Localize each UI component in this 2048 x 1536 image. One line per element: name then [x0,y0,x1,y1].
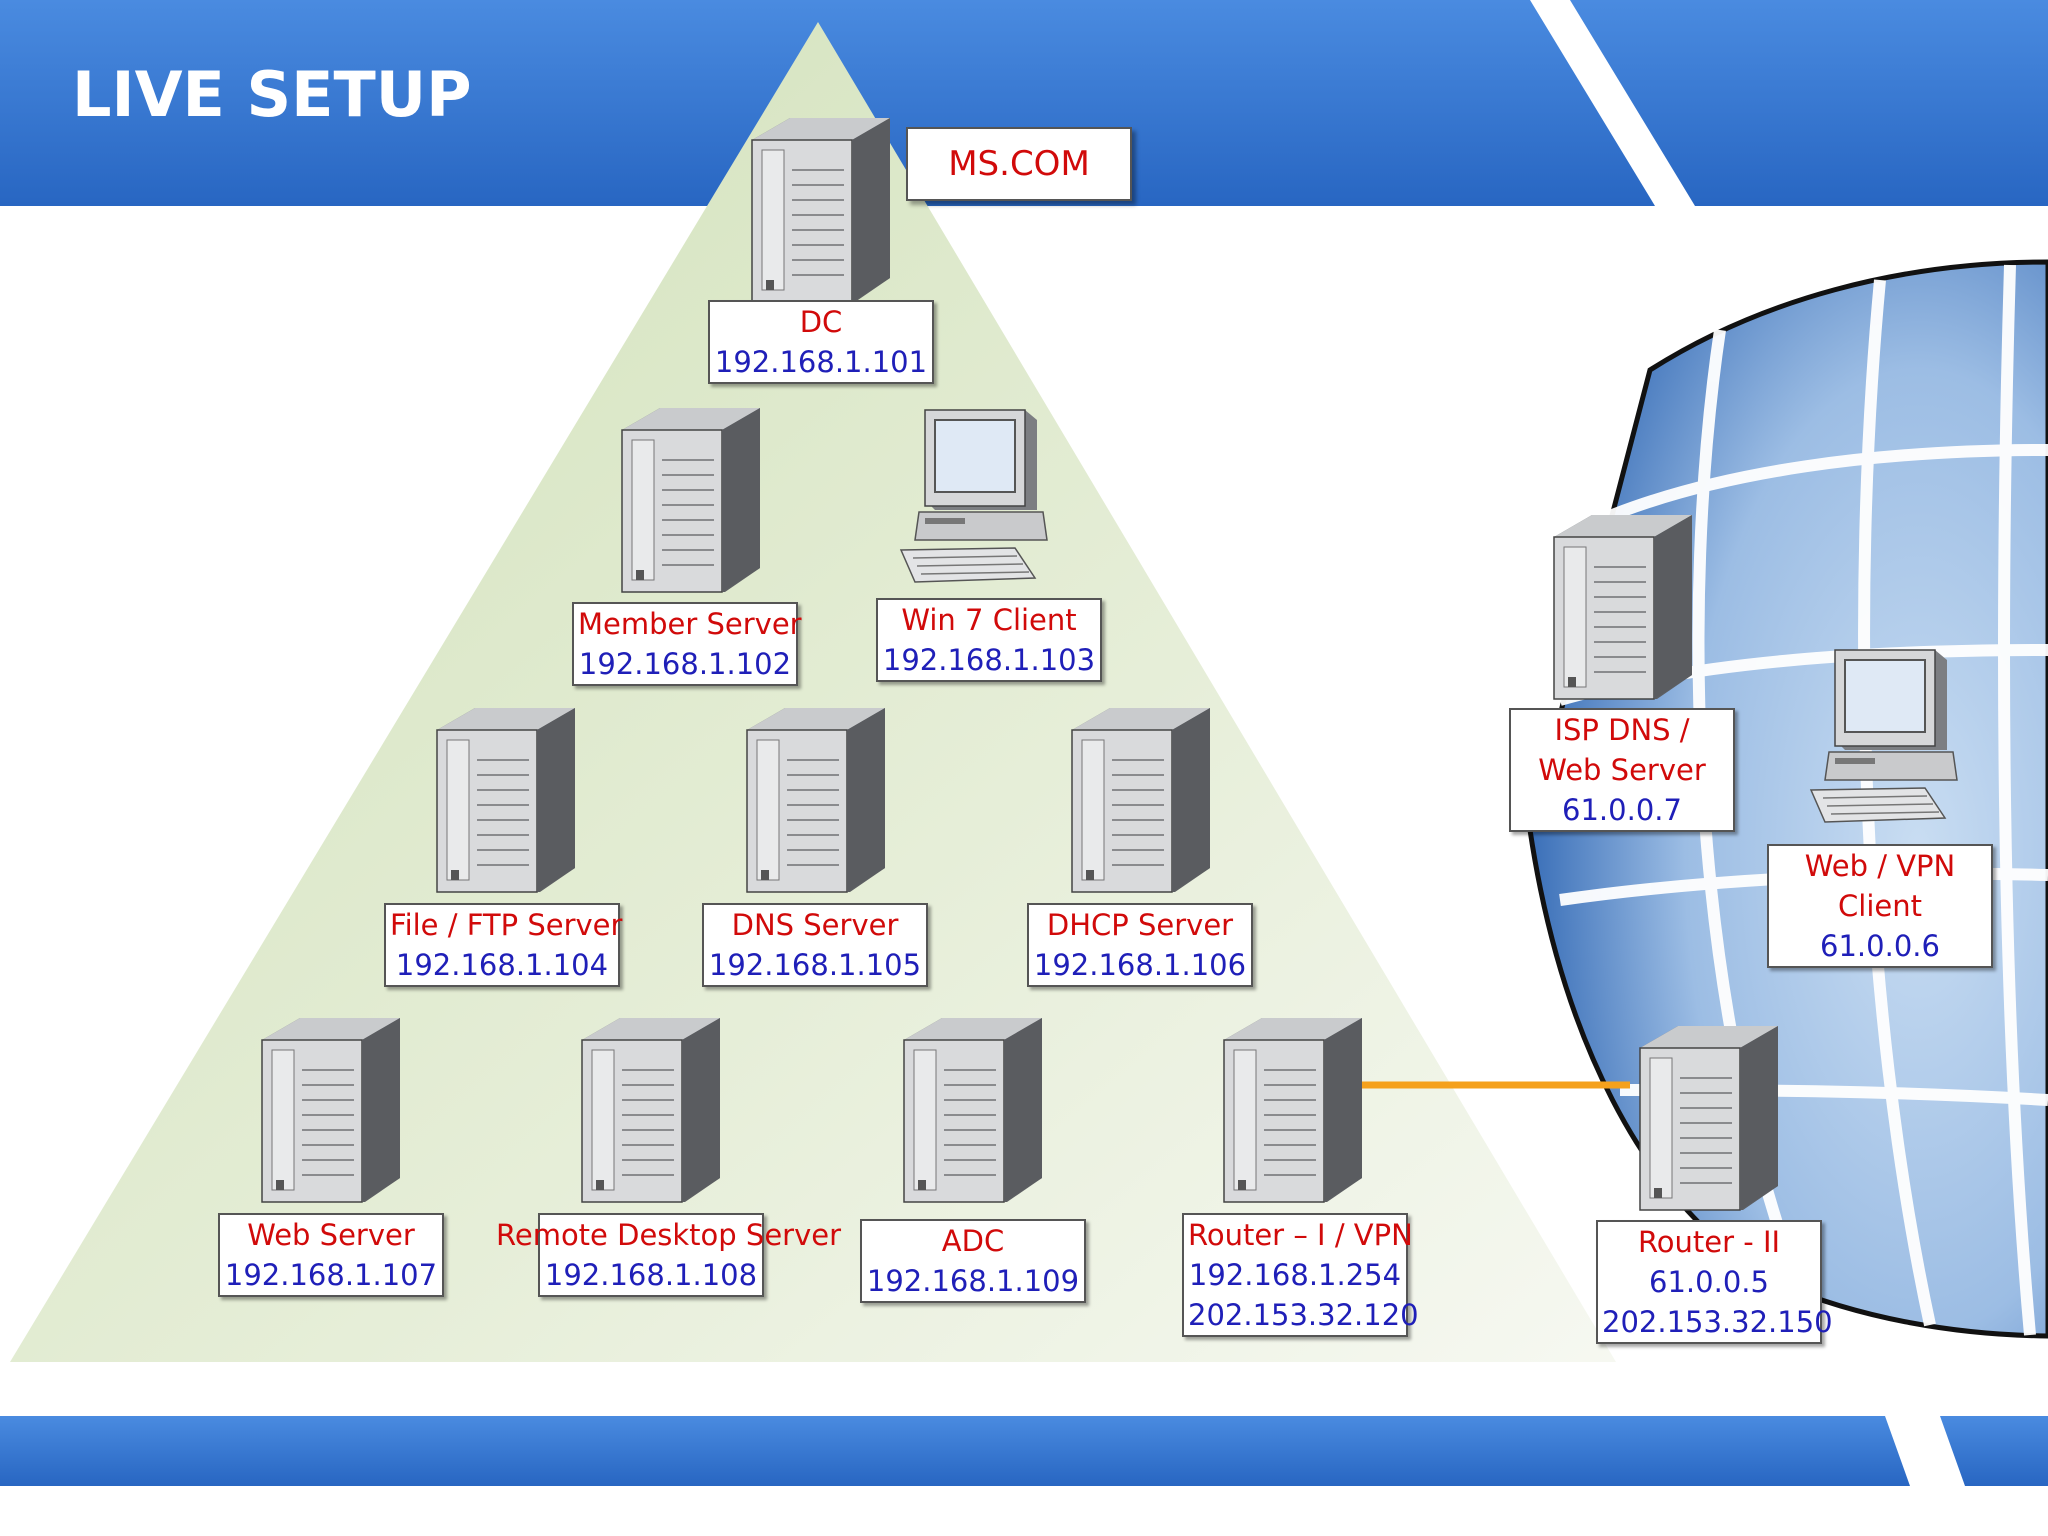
node-ip-address: 192.168.1.105 [708,948,922,982]
top-banner-right [1570,0,2048,206]
node-ip-address: 192.168.1.108 [544,1258,758,1292]
node-ip-address: 192.168.1.254 [1188,1258,1402,1292]
web-label: Web Server 192.168.1.107 [218,1213,444,1297]
web-server-icon [250,1010,410,1205]
dns-label: DNS Server 192.168.1.105 [702,903,928,987]
node-name: ADC [941,1224,1005,1258]
file-server-icon [425,700,585,895]
adc-label: ADC 192.168.1.109 [860,1219,1086,1303]
dc-label: DC 192.168.1.101 [708,300,934,384]
rds-label: Remote Desktop Server 192.168.1.108 [496,1213,841,1297]
win7-workstation-icon [895,400,1055,595]
node-name: DHCP Server [1046,908,1234,942]
member-server-icon [610,400,770,595]
node-name: Web Server [247,1218,415,1252]
node-name: DNS Server [731,908,899,942]
node-ip-address: 192.168.1.107 [224,1258,438,1292]
node-ip-address: 202.153.32.120 [1188,1298,1419,1332]
dc-server-icon [740,110,900,305]
rds-server-icon [570,1010,730,1205]
node-ip-address: 61.0.0.6 [1820,929,1940,963]
node-ip-address: 192.168.1.106 [1033,948,1247,982]
router2-server-icon [1628,1018,1788,1213]
ispdns-label: ISP DNS / Web Server 61.0.0.7 [1509,708,1735,832]
node-name: Web Server [1538,753,1706,787]
router1-server-icon [1212,1010,1372,1205]
node-ip-address: 192.168.1.104 [395,948,609,982]
win7-label: Win 7 Client 192.168.1.103 [876,598,1102,682]
router1-label: Router – I / VPN 192.168.1.254 202.153.32.… [1182,1213,1419,1337]
node-ip-address: 192.168.1.109 [866,1264,1080,1298]
dns-server-icon [735,700,895,895]
bottom-banner [0,1416,1910,1486]
lan-triangle [10,22,1616,1362]
node-ip-address: 202.153.32.150 [1602,1305,1833,1339]
adc-server-icon [892,1010,1052,1205]
node-name: DC [799,305,843,339]
node-ip-address: 192.168.1.102 [578,647,792,681]
node-name: Client [1838,889,1922,923]
router2-label: Router - II 61.0.0.5 202.153.32.150 [1596,1220,1833,1344]
file-label: File / FTP Server 192.168.1.104 [384,903,623,987]
node-name: Router – I / VPN [1188,1218,1413,1252]
node-ip-address: 61.0.0.5 [1649,1265,1769,1299]
node-ip-address: 61.0.0.7 [1562,793,1682,827]
node-name: Remote Desktop Server [496,1218,842,1252]
webvpn-label: Web / VPN Client 61.0.0.6 [1767,844,1993,968]
domain-label: MS.COM [906,127,1132,201]
bottom-banner-right [1940,1416,2048,1486]
node-name: Member Server [578,607,802,641]
node-name: Web / VPN [1804,849,1956,883]
slide-title: LIVE SETUP [72,58,472,131]
node-name: ISP DNS / [1554,713,1690,747]
member-label: Member Server 192.168.1.102 [572,602,802,686]
ispdns-server-icon [1542,507,1702,702]
node-ip-address: 192.168.1.103 [882,643,1096,677]
node-name: Win 7 Client [901,603,1077,637]
dhcp-server-icon [1060,700,1220,895]
webvpn-workstation-icon [1805,640,1965,835]
node-name: File / FTP Server [390,908,623,942]
dhcp-label: DHCP Server 192.168.1.106 [1027,903,1253,987]
node-name: Router - II [1637,1225,1781,1259]
node-ip-address: 192.168.1.101 [714,345,928,379]
